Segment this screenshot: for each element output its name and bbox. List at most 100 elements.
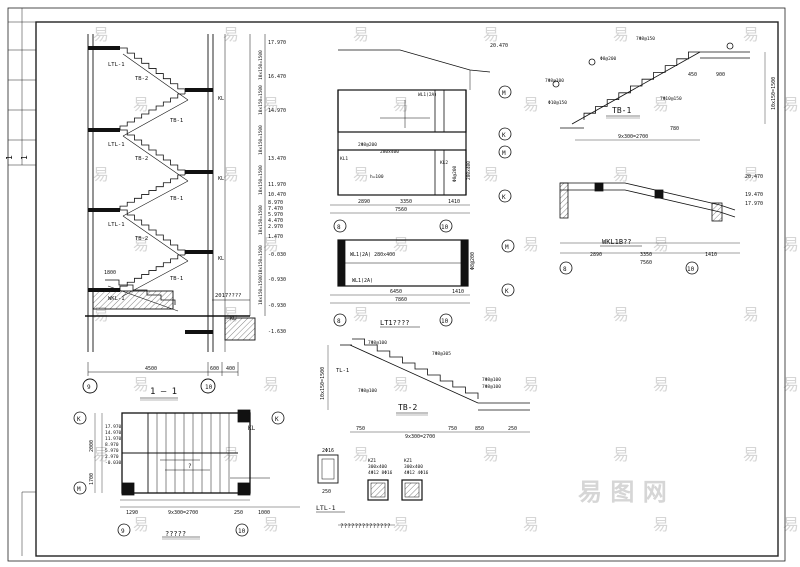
ltl1-dim: 250 xyxy=(322,489,331,495)
dim-label: 1700 xyxy=(89,473,95,485)
section-1-1 xyxy=(82,34,266,401)
watermark-glyph: 易 xyxy=(263,515,279,534)
height-dim: 10x150=1500 xyxy=(258,125,264,155)
watermark-glyph: 易 xyxy=(783,515,799,534)
flight-label: TB-2 xyxy=(135,236,148,242)
watermark-glyph: 易 xyxy=(263,375,279,394)
dim-label: 10x150=1500 xyxy=(320,367,326,400)
axis-bubble: 10 xyxy=(238,528,246,535)
rebar-label: 280x400 xyxy=(466,161,472,180)
rebar-label: KL1 xyxy=(341,267,347,276)
rebar-label: 280x400 xyxy=(380,149,399,155)
elev-label: 20.470 xyxy=(745,174,763,180)
watermark-glyph: 易 xyxy=(393,235,409,254)
dim-label: 780 xyxy=(670,126,679,132)
height-dim: 10x150=1500 xyxy=(258,85,264,115)
dim-label: 750 xyxy=(448,426,457,432)
kz2-label: KZ1 xyxy=(404,458,412,464)
dim-label: 1410 xyxy=(452,289,464,295)
dim-label: 1410 xyxy=(705,252,717,258)
axis-bubble: 10 xyxy=(205,384,213,391)
beam-label: KL xyxy=(218,176,224,182)
watermark-glyph: 易 xyxy=(783,375,799,394)
watermark-glyph: 易 xyxy=(223,165,239,184)
elev-label: -1.630 xyxy=(268,329,286,335)
tb1-steps-line xyxy=(583,51,700,120)
elev-label: 8.970 xyxy=(105,442,119,448)
tb2-detail xyxy=(327,338,530,433)
step-label: 1800 xyxy=(104,270,116,276)
elev-label: 1.470 xyxy=(268,234,283,240)
watermark-glyph: 易 xyxy=(353,445,369,464)
beam-label: KL xyxy=(230,316,236,322)
watermark-glyph: 易 xyxy=(523,515,539,534)
landing xyxy=(185,250,213,254)
landing xyxy=(185,330,213,334)
rebar-label: 7Φ8@305 xyxy=(432,351,451,357)
dim-label: 3350 xyxy=(640,252,652,258)
rebar-label: Φ8@200 xyxy=(470,252,476,270)
stair-soffit xyxy=(122,99,189,137)
dim-label: 9x300=2700 xyxy=(168,510,198,516)
rebar-label: 7Φ8@100 xyxy=(368,340,387,346)
watermark-glyph: 易 xyxy=(393,375,409,394)
watermark-glyph: 易 xyxy=(353,165,369,184)
flight-label: TB-2 xyxy=(135,76,148,82)
height-dim: 10x150=1500 xyxy=(258,165,264,195)
elev-label: 5.970 xyxy=(105,448,119,454)
watermark-glyph: 易 xyxy=(133,95,149,114)
dim-label: 900 xyxy=(716,72,725,78)
watermark-glyph: 易 xyxy=(653,515,669,534)
watermark-glyph: 易 xyxy=(523,235,539,254)
axis-bubble: K xyxy=(77,416,81,423)
rebar-label: Φ10@150 xyxy=(548,100,567,106)
tb1-title: TB-1 xyxy=(612,106,631,115)
rebar-label: 7Φ8@100 xyxy=(358,388,377,394)
watermark-glyph: 易 xyxy=(523,375,539,394)
watermark-glyph: 易 xyxy=(93,305,109,324)
watermark-glyph: 易 xyxy=(523,95,539,114)
dim-label: 3350 xyxy=(400,199,412,205)
axis-bubble: K xyxy=(502,194,506,201)
dim-label: 250 xyxy=(508,426,517,432)
landing xyxy=(185,170,213,174)
wkl1b-title: WKL1B?? xyxy=(602,238,632,246)
sheet-frame xyxy=(7,7,786,562)
flight-label: TB-2 xyxy=(135,156,148,162)
height-dim: 10x150=1500 xyxy=(258,245,264,275)
watermark-glyph: 易 xyxy=(263,235,279,254)
kz1-label: KZ1 xyxy=(368,458,376,464)
axis-bubble: 8 xyxy=(337,318,341,325)
axis-bubble: 10 xyxy=(687,266,695,273)
watermark-glyph: 易 xyxy=(743,25,759,44)
elev-label: 11.970 xyxy=(268,182,286,188)
rebar-label: KL2 xyxy=(440,160,448,166)
watermark-glyph: 易 xyxy=(223,445,239,464)
height-dim: 10x150=1500 xyxy=(258,275,264,305)
elev-label: 13.470 xyxy=(268,156,286,162)
section-details xyxy=(316,454,423,526)
rebar-label: WL1(2A) xyxy=(352,278,373,284)
rebar-label: 2Φ8@200 xyxy=(358,142,377,148)
ltl1-dim: 2Φ16 xyxy=(322,448,334,454)
beam-label: KL xyxy=(218,96,224,102)
flight-label: WKL-1 xyxy=(108,296,125,302)
elev-label: 8.970 xyxy=(268,200,283,206)
dim-label: 1410 xyxy=(448,199,460,205)
watermark-glyph: 易 xyxy=(393,515,409,534)
lt1-top-plan-text: KL1KL2h=1002Φ8@200280x400WL1(2A)280x400Φ… xyxy=(337,43,508,231)
section-1-1-text: LTL-1TB-2TB-1LTL-1TB-2TB-1LTL-1TB-2TB-1W… xyxy=(87,40,286,397)
watermark-glyph: 易 xyxy=(613,165,629,184)
elev-label: 14.970 xyxy=(105,430,122,436)
watermark-layer: 易易易易易易易易易易易易易易易易易易易易易易易易易易易易易易易易易易易易易易易易… xyxy=(93,25,799,534)
elev-label: 11.970 xyxy=(105,436,122,442)
axis-bubble: K xyxy=(505,288,509,295)
watermark-glyph: 易 xyxy=(613,445,629,464)
rebar-label: KL1 xyxy=(340,156,348,162)
elev-label: -0.030 xyxy=(105,460,122,466)
rebar-label: 7Φ8@100 xyxy=(482,384,501,390)
kz2-label: 4Φ12 4Φ16 xyxy=(404,470,429,476)
rebar-label: WL1(2A) 280x400 xyxy=(350,252,395,258)
elev-label: -0.930 xyxy=(268,303,286,309)
